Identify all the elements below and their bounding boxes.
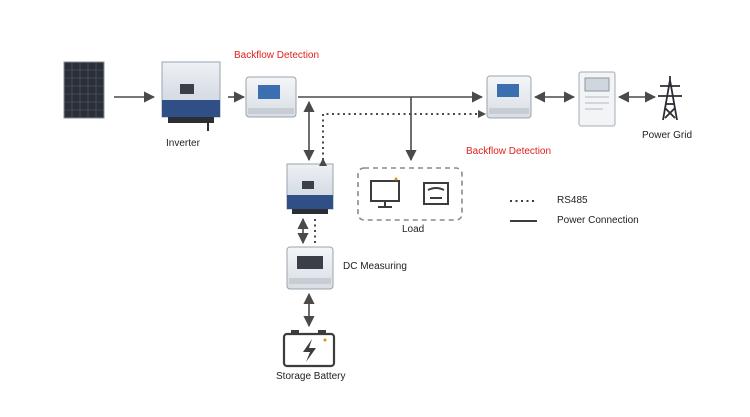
battery-icon <box>282 330 336 368</box>
backflow-detection-top-label: Backflow Detection <box>234 50 320 61</box>
rs485-line-storage-to-meter <box>322 113 478 160</box>
monitor-icon <box>370 180 400 208</box>
legend-power-connection-label: Power Connection <box>557 215 639 226</box>
dc-measuring-meter-icon <box>286 246 334 290</box>
appliance-icon <box>423 182 449 205</box>
backflow-detection-right-label: Backflow Detection <box>466 146 552 157</box>
rs485-arrowhead <box>478 110 486 118</box>
dc-measuring-label: DC Measuring <box>343 261 407 272</box>
load-group <box>357 167 463 221</box>
backflow-meter-right-icon <box>486 75 532 119</box>
load-label: Load <box>402 224 425 235</box>
storage-inverter-icon <box>286 163 334 214</box>
power-grid-label: Power Grid <box>642 130 693 141</box>
solar-panel-icon <box>63 61 105 119</box>
inverter-icon <box>161 61 221 131</box>
backflow-meter-top-icon <box>245 76 297 118</box>
power-connections <box>114 91 657 328</box>
rs485-connections <box>314 113 478 243</box>
inverter-label: Inverter <box>166 138 200 149</box>
storage-battery-label: Storage Battery <box>276 371 346 382</box>
utility-meter-icon <box>578 71 616 127</box>
legend <box>510 200 537 222</box>
legend-rs485-label: RS485 <box>557 195 588 206</box>
indicator-dot <box>394 177 398 181</box>
rs485-arrowhead-up <box>319 158 327 166</box>
power-grid-tower-icon <box>658 76 682 121</box>
